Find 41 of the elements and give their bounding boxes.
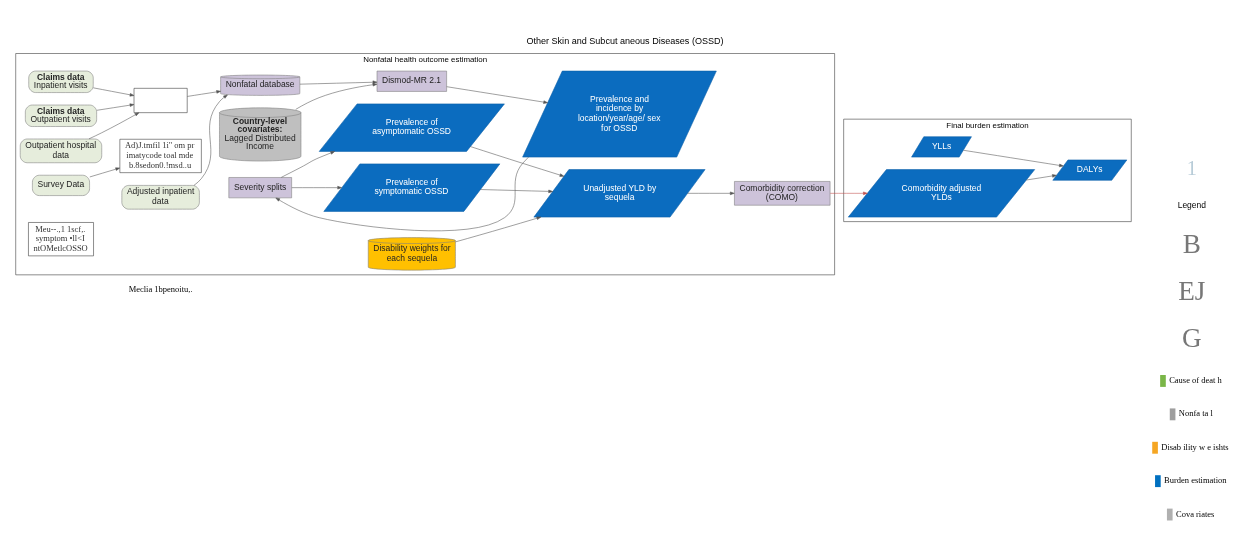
arrow (963, 149, 1064, 167)
node-box: Meu--.,1 1scf,. symptom •ll<I ntOMetlcOSSO (28, 221, 94, 256)
diagram-title: Other Skin and Subcut aneous Diseases (OSSD) (526, 35, 724, 46)
node-box (133, 87, 188, 113)
arrow (470, 145, 565, 177)
node-box: Outpatient hospital data (19, 138, 103, 163)
arrow (89, 167, 120, 177)
legend-label: Cova riates (1175, 508, 1215, 519)
node-box: Ad)J.tmfil 1i" om pr imatycode toal mde b.8sedon0.!msd..u (119, 138, 202, 173)
label: 1 (1186, 156, 1197, 179)
label: Legend (1177, 199, 1206, 210)
label: B (1182, 228, 1201, 259)
node-box: Claims data Inpatient visits (28, 70, 94, 93)
node-box: Survey Data (32, 174, 90, 196)
arrow (291, 185, 342, 189)
arrow (187, 89, 221, 97)
node-box: Claims data Outpatient visits (25, 104, 97, 127)
arrow (299, 80, 378, 84)
arrow (1026, 173, 1057, 180)
arrow (446, 85, 548, 104)
node-box: Severity splits (228, 176, 292, 198)
label: Meclia 1bpenoitu,. (128, 283, 193, 294)
arrow (275, 156, 529, 231)
node-box: Comorbidity correction (COMO) (734, 180, 831, 205)
arrow (193, 94, 228, 186)
node-box: Dismod-MR 2.1 (376, 70, 447, 92)
arrow (829, 191, 868, 195)
legend-label: Disab ility w e ishts (1161, 441, 1229, 452)
node-box: Adjusted inpatient data (121, 184, 200, 209)
label: G (1182, 322, 1202, 353)
arrow (92, 87, 135, 96)
arrow (455, 216, 542, 242)
arrow (96, 103, 135, 111)
arrow (281, 150, 335, 178)
label: EJ (1178, 275, 1206, 306)
arrow (295, 82, 378, 110)
arrow (687, 191, 735, 195)
arrow (480, 188, 553, 193)
legend-label: Burden estimation (1164, 474, 1227, 485)
legend-label: Cause of deat h (1169, 374, 1222, 385)
legend-label: Nonfa ta l (1178, 407, 1213, 418)
